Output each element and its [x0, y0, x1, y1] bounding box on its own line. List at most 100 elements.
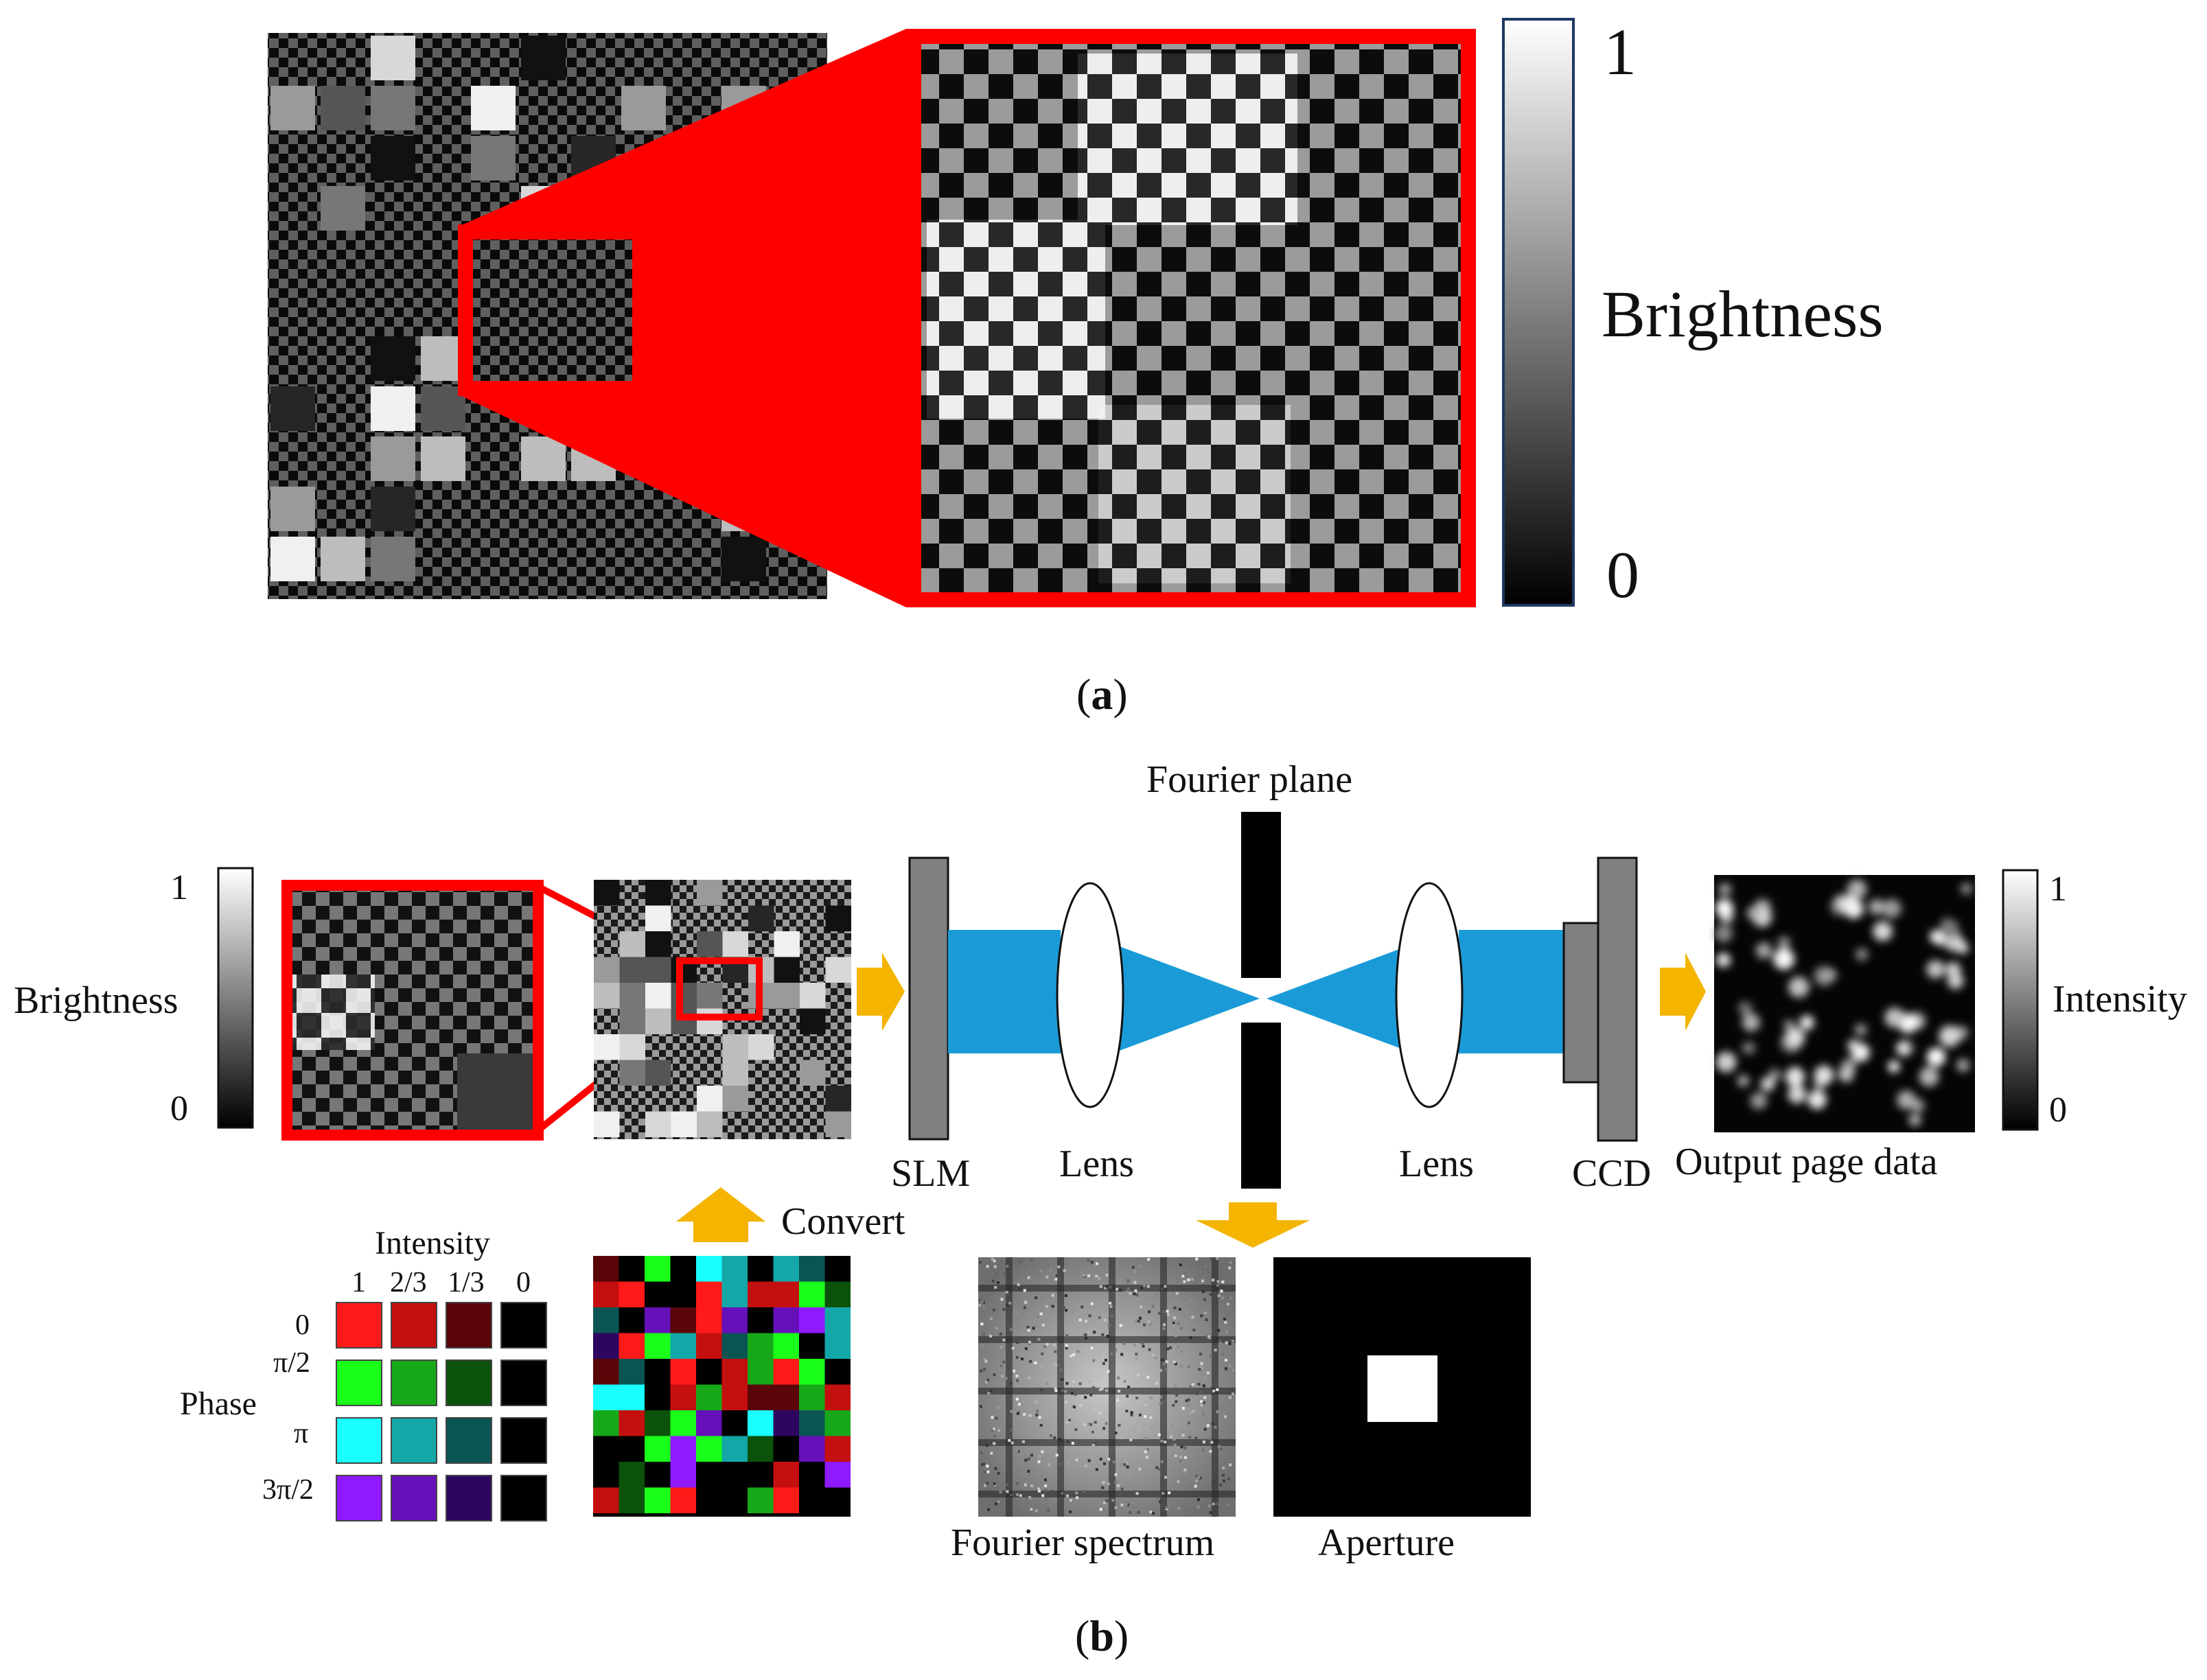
page-block [594, 880, 620, 906]
spectrum-speckle [1194, 1479, 1198, 1482]
zoomed-view-a [906, 29, 1476, 607]
page-block [270, 86, 315, 130]
spectrum-speckle [991, 1430, 994, 1433]
color-block [670, 1256, 696, 1282]
legend-swatch [336, 1475, 382, 1521]
spectrum-speckle [1113, 1349, 1117, 1352]
spectrum-speckle [1212, 1279, 1215, 1282]
spectrum-speckle [1210, 1440, 1214, 1444]
colorbar-b-left-max: 1 [170, 868, 188, 907]
spectrum-speckle [1051, 1490, 1054, 1493]
spectrum-speckle [1015, 1397, 1019, 1401]
spectrum-speckle [995, 1327, 999, 1330]
spectrum-speckle [1073, 1405, 1076, 1409]
spectrum-speckle [1228, 1396, 1232, 1399]
spectrum-speckle [1146, 1285, 1150, 1288]
spectrum-speckle [986, 1482, 989, 1485]
spectrum-speckle [1065, 1421, 1069, 1424]
spectrum-speckle [1211, 1422, 1214, 1425]
spectrum-speckle [1070, 1499, 1073, 1502]
spectrum-speckle [989, 1317, 993, 1320]
spectrum-speckle [1019, 1510, 1022, 1513]
spectrum-speckle [1015, 1311, 1018, 1314]
spectrum-speckle [1175, 1422, 1178, 1425]
output-spot [1788, 977, 1810, 998]
output-spot [1897, 1090, 1916, 1110]
spectrum-speckle [1133, 1270, 1137, 1273]
color-block [696, 1462, 722, 1488]
page-block [371, 487, 415, 531]
legend-intensity-2-3: 2/3 [390, 1267, 427, 1298]
spectrum-speckle [1142, 1375, 1145, 1379]
spectrum-speckle [1010, 1441, 1014, 1445]
color-block [773, 1256, 799, 1282]
spectrum-speckle [1181, 1434, 1185, 1437]
output-spot [1750, 1092, 1768, 1110]
spectrum-speckle [1223, 1480, 1226, 1483]
output-spot [1939, 919, 1959, 939]
output-spot [1777, 936, 1791, 950]
colorbar-a-title: Brightness [1602, 277, 1884, 351]
spectrum-speckle [1155, 1381, 1158, 1385]
spectrum-speckle [993, 1434, 996, 1438]
spectrum-speckle [1027, 1329, 1030, 1332]
beam-collimated-out [1459, 930, 1564, 1053]
spectrum-speckle [1158, 1311, 1162, 1315]
color-block [619, 1256, 645, 1282]
spectrum-speckle [1009, 1491, 1013, 1494]
spectrum-speckle [993, 1259, 996, 1263]
spectrum-speckle [1084, 1464, 1087, 1467]
spectrum-speckle [1083, 1423, 1086, 1426]
spectrum-speckle [1140, 1305, 1143, 1309]
spectrum-speckle [1039, 1312, 1043, 1316]
output-spot [1882, 898, 1902, 918]
color-block [721, 1333, 748, 1359]
spectrum-speckle [1065, 1346, 1068, 1350]
spectrum-speckle [1209, 1511, 1212, 1515]
spectrum-speckle [982, 1332, 986, 1335]
spectrum-speckle [1175, 1394, 1179, 1397]
spectrum-speckle [1153, 1287, 1157, 1290]
spectrum-speckle [1148, 1323, 1152, 1327]
slm-label: SLM [891, 1152, 971, 1195]
spectrum-speckle [1189, 1299, 1192, 1303]
page-block [722, 1034, 748, 1060]
spectrum-speckle [1192, 1329, 1196, 1332]
arrow-right-1 [857, 953, 905, 1031]
spectrum-speckle [1064, 1294, 1067, 1297]
spectrum-speckle [1041, 1494, 1045, 1497]
spectrum-speckle [1216, 1257, 1219, 1261]
spectrum-speckle [1199, 1476, 1202, 1480]
spectrum-speckle [1058, 1272, 1061, 1276]
spectrum-speckle [1170, 1443, 1173, 1446]
spectrum-speckle [1175, 1400, 1178, 1403]
spectrum-speckle [1157, 1467, 1161, 1471]
spectrum-speckle [993, 1373, 996, 1377]
spectrum-speckle [1078, 1382, 1082, 1386]
spectrum-speckle [1035, 1413, 1039, 1416]
spectrum-speckle [1216, 1502, 1219, 1505]
spectrum-speckle [1175, 1292, 1179, 1295]
aperture-image [1273, 1257, 1531, 1517]
spectrum-speckle [1051, 1305, 1054, 1308]
spectrum-speckle [996, 1281, 999, 1284]
spectrum-speckle [1126, 1503, 1130, 1506]
color-block [748, 1410, 774, 1436]
spectrum-speckle [1210, 1386, 1214, 1390]
spectrum-speckle [1130, 1411, 1133, 1414]
spectrum-speckle [1174, 1362, 1177, 1366]
spectrum-speckle [1216, 1284, 1219, 1287]
spectrum-speckle [980, 1322, 984, 1326]
spectrum-speckle [1159, 1395, 1163, 1399]
spectrum-speckle [1172, 1438, 1176, 1441]
page-block [371, 386, 415, 431]
spectrum-speckle [993, 1442, 996, 1445]
color-block [645, 1333, 671, 1359]
spectrum-speckle [999, 1491, 1002, 1494]
spectrum-speckle [1103, 1501, 1107, 1504]
page-block [371, 36, 415, 80]
spectrum-speckle [1181, 1407, 1185, 1410]
spectrum-speckle [1055, 1454, 1059, 1457]
spectrum-speckle [1035, 1296, 1038, 1300]
spectrum-speckle [1155, 1466, 1159, 1469]
